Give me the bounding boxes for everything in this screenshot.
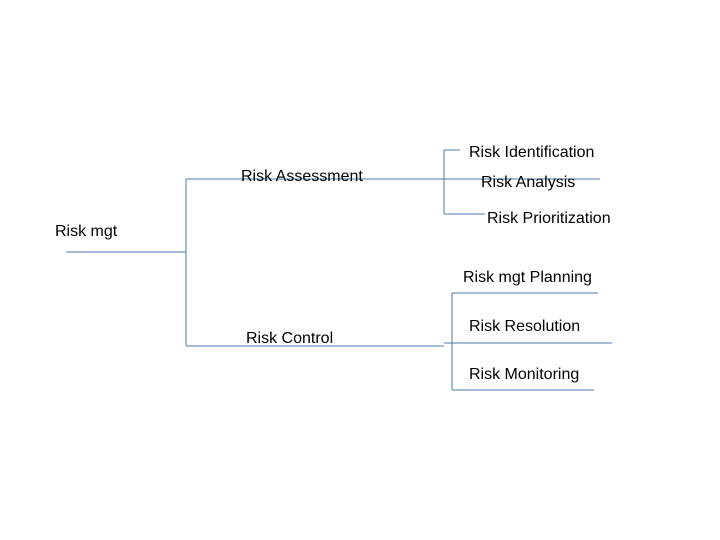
leaf-risk-analysis-label: Risk Analysis bbox=[481, 174, 576, 191]
leaf-risk-prioritization-label: Risk Prioritization bbox=[487, 210, 611, 227]
leaf-risk-identification-label: Risk Identification bbox=[469, 144, 595, 161]
root-node-label: Risk mgt bbox=[55, 223, 118, 240]
leaf-risk-resolution-label: Risk Resolution bbox=[469, 318, 581, 335]
leaf-risk-monitoring-label: Risk Monitoring bbox=[469, 366, 580, 383]
branch-assessment-label: Risk Assessment bbox=[241, 168, 363, 185]
branch-control-label: Risk Control bbox=[246, 330, 334, 347]
leaf-risk-mgt-planning-label: Risk mgt Planning bbox=[463, 269, 592, 286]
